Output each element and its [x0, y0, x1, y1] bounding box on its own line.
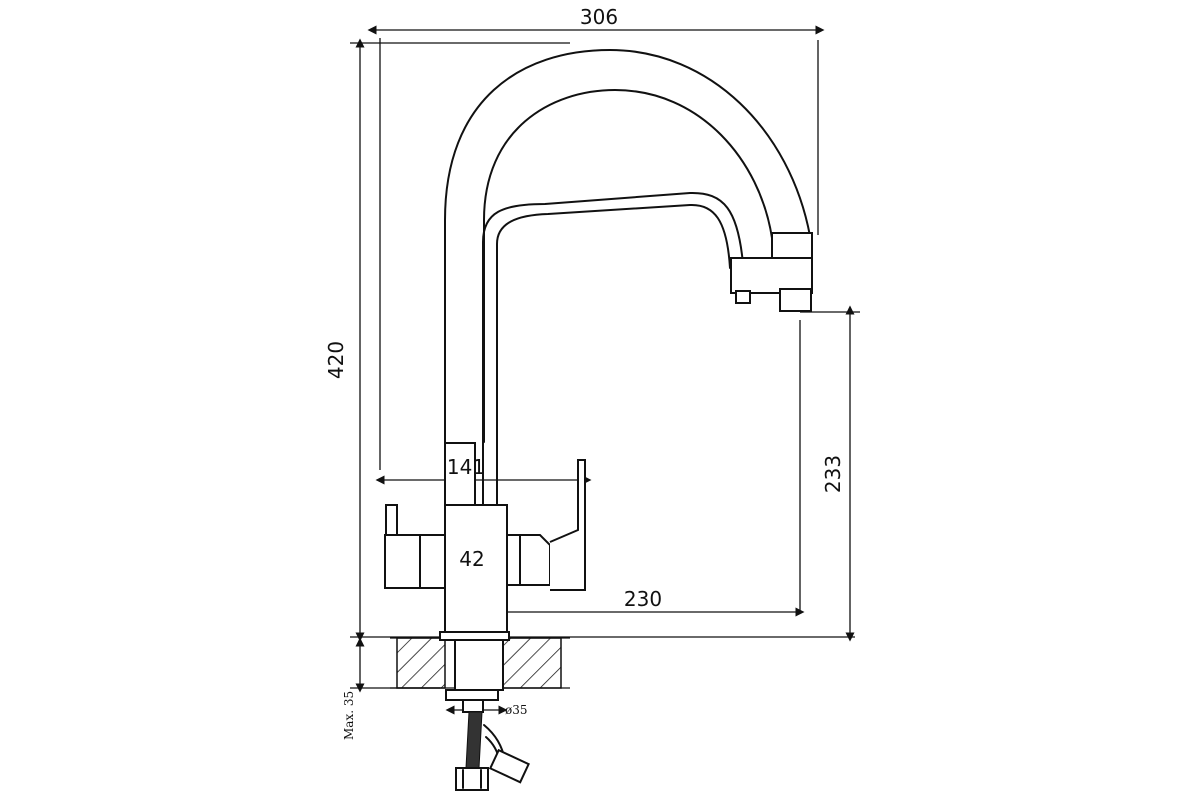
dimension-42: 42	[459, 547, 484, 571]
dimension-306: 306	[580, 5, 618, 29]
dimension-mount-hole: ø35	[505, 703, 528, 717]
dimension-420: 420	[324, 341, 348, 379]
dimension-141: 141	[447, 455, 485, 479]
dimension-lines	[350, 25, 860, 715]
faucet-outline	[384, 49, 813, 791]
dimension-230: 230	[624, 587, 662, 611]
dimension-233: 233	[821, 455, 845, 493]
dimension-labels: 306 420 233 141 42 230 ø35 Max. 35	[324, 5, 845, 740]
countertop-section	[390, 637, 570, 689]
dimension-max-countertop: Max. 35	[342, 691, 356, 740]
